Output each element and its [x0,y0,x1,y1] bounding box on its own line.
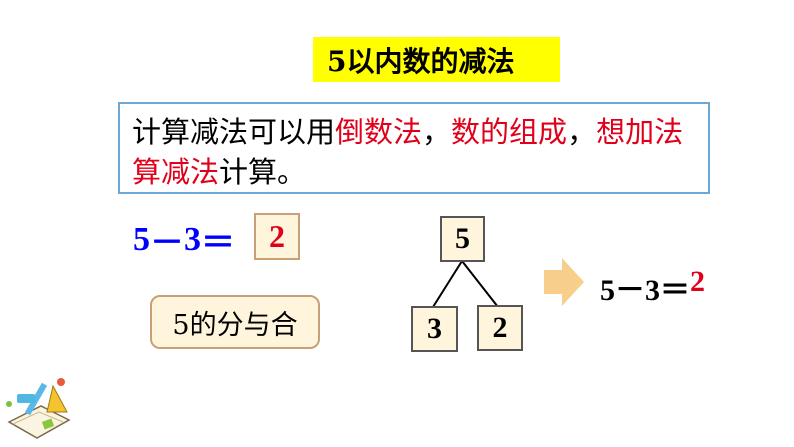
intro-text-3: ， [567,115,597,149]
whole-number-box: 5 [440,216,485,262]
result-answer: 2 [690,265,705,298]
whole-number: 5 [455,222,470,255]
title-banner: 5以内数的减法 [313,37,560,82]
part-left-number: 3 [427,312,442,345]
minuend: 5 [133,220,150,258]
method-highlight-2: 数的组成 [451,115,568,149]
result-expression: 5－3＝ [600,274,690,307]
intro-text-1: 计算减法可以用 [132,115,336,149]
answer-value: 2 [269,218,285,254]
subtrahend: 3 [184,220,201,258]
method-label: 5的分与合 [150,295,320,349]
right-arrow-icon [544,258,584,306]
answer-box: 2 [254,213,300,260]
page-title: 5以内数的减法 [327,44,515,78]
part-right-number: 2 [492,311,508,344]
minus-sign: － [150,225,184,262]
intro-text-2: ， [422,115,452,149]
method-highlight-1: 倒数法 [335,115,423,149]
subtraction-equation: 5 － 3 ＝ [133,215,235,264]
stationery-icon [6,378,71,439]
result-equation: 5－3＝2 [600,265,705,309]
equals-sign: ＝ [201,225,235,262]
part-right-box: 2 [477,305,523,351]
method-highlight-3: 想加法算减法 [132,115,684,189]
intro-box: 计算减法可以用倒数法，数的组成，想加法算减法计算。 [118,102,710,194]
part-left-box: 3 [411,306,458,352]
intro-text-4: 计算。 [219,155,307,189]
method-label-text: 5的分与合 [172,309,298,341]
